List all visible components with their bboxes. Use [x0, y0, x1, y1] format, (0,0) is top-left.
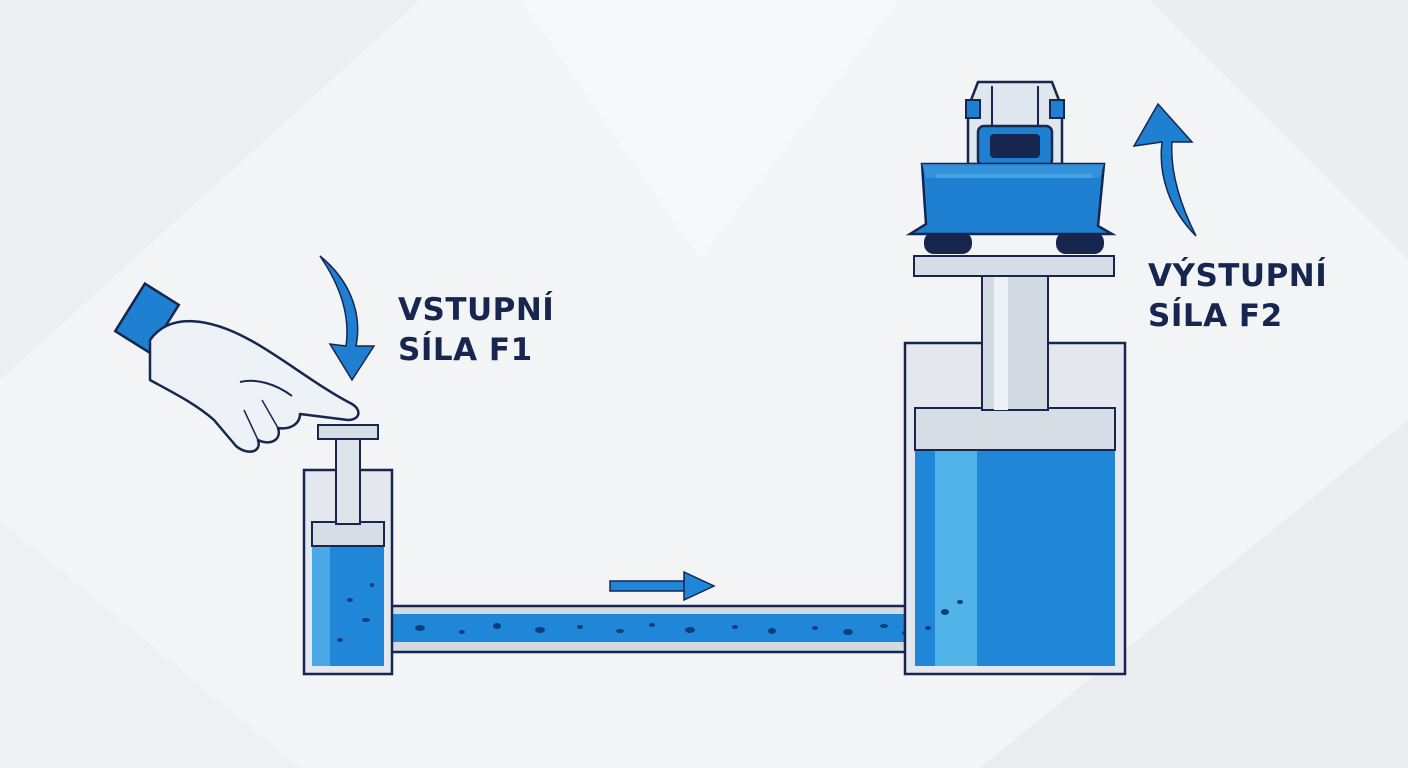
arrow-down-icon: [319, 255, 376, 382]
small-cylinder: [302, 424, 394, 676]
input-force-line1: VSTUPNÍ: [398, 292, 555, 328]
input-force-line2: SÍLA F1: [398, 332, 533, 368]
output-force-line1: VÝSTUPNÍ: [1148, 258, 1328, 294]
input-force-label: VSTUPNÍ SÍLA F1: [398, 290, 554, 370]
bulldozer-icon: [905, 80, 1117, 254]
fluid-particles: [415, 623, 908, 635]
large-cylinder: [903, 255, 1127, 676]
hand-pressing-icon: [113, 281, 360, 453]
flow-arrow-right-icon: [609, 570, 716, 602]
output-force-label: VÝSTUPNÍ SÍLA F2: [1148, 256, 1327, 336]
connecting-tube: [378, 604, 918, 654]
arrow-up-icon: [1132, 102, 1197, 237]
output-force-line2: SÍLA F2: [1148, 298, 1283, 334]
